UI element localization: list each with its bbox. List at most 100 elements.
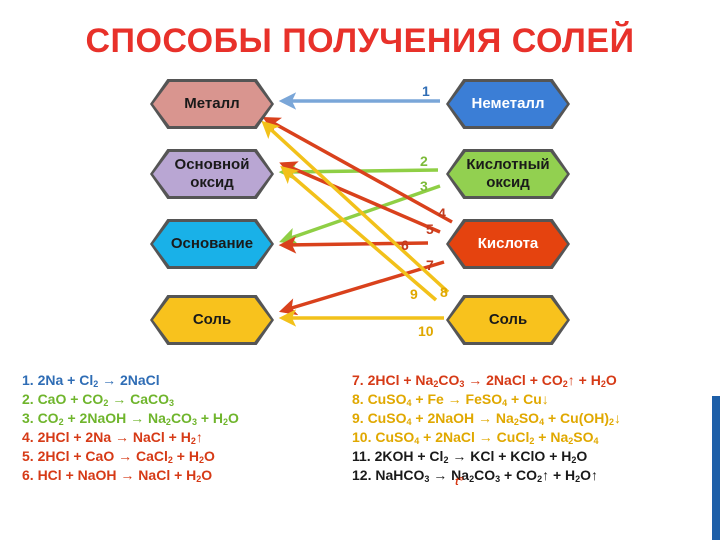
box-acid: Кислота [446,219,570,269]
equation-text: → CaCO [108,391,170,407]
box-text-line: Металл [184,95,240,112]
equation-subscript: 2 [575,474,581,484]
equation-subscript: 2 [529,436,535,446]
equation-text: SO [518,410,540,426]
equation-text: + 2NaOH → Na [411,410,514,426]
equation-text: 1. 2Na + Cl [22,372,94,388]
equation-subscript: 4 [414,436,420,446]
box-text-line: Основной [174,156,250,173]
equation-left-3: 3. CO2 + 2NaOH → Na2CO3 + H2O [22,409,239,431]
box-salt-left-label: Соль [153,298,271,342]
side-strip [712,396,720,540]
arrow-5 [279,161,441,234]
equation-right-5: 11. 2KOH + Cl2 → KCl + KClO + H2O [352,447,587,469]
arrow-number-7: 7 [426,257,434,273]
equation-right-6: 12. NaHCO3 → Na2CO3 + CO2↑ + H2O↑ [352,466,598,488]
page-title: СПОСОБЫ ПОЛУЧЕНИЯ СОЛЕЙ [85,22,635,60]
equation-text: + CO [500,467,538,483]
equation-left-1: 1. 2Na + Cl2 → 2NaCl [22,371,160,393]
equation-text: ↓ [614,410,622,426]
equation-left-4: 4. 2HCl + 2Na → NaCl + H2↑ [22,428,203,450]
equation-subscript: 2 [513,417,519,427]
box-nonmetal: Неметалл [446,79,570,129]
equation-text: CO [438,372,460,388]
equation-subscript: 2 [568,436,574,446]
box-text-line: Основание [170,235,254,252]
arrow-4 [262,116,453,224]
arrow-number-4: 4 [438,205,446,221]
equation-text: 12. NaHCO [352,467,425,483]
equation-subscript: 3 [459,379,465,389]
heat-mark: t° [455,476,464,488]
equation-right-1: 7. 2HCl + Na2CO3 → 2NaCl + CO2↑ + H2O [352,371,617,393]
box-text: Соль [193,311,231,329]
equation-text: 10. CuSO [352,429,415,445]
arrow-number-9: 9 [410,286,418,302]
equation-left-6: 6. HCl + NaOH → NaCl + H2O [22,466,212,488]
arrow-6 [278,236,429,254]
box-salt-left: Соль [150,295,274,345]
equation-text: → KCl + KClO + H [448,448,572,464]
box-text: Металл [184,95,239,113]
box-salt-right: Соль [446,295,570,345]
equation-text: O [576,448,588,464]
equation-subscript: 4 [406,398,412,408]
equation-subscript: 2 [609,417,615,427]
equation-right-4: 10. CuSO4 + 2NaCl → CuCl2 + Na2SO4 [352,428,599,450]
equation-subscript: 2 [600,379,606,389]
equation-text: CO [474,467,496,483]
arrow-number-1: 1 [422,83,430,99]
arrow-number-8: 8 [440,284,448,300]
equation-left-2: 2. CaO + CO2 → CaCO3 [22,390,174,412]
box-text-line: Неметалл [471,95,545,112]
box-base: Основание [150,219,274,269]
arrow-number-10: 10 [418,323,434,339]
equation-text: 9. CuSO [352,410,407,426]
box-text-line: Кислота [477,235,539,252]
arrow-7 [278,260,445,316]
equation-subscript: 2 [198,455,204,465]
arrow-8 [261,120,450,294]
equation-subscript: 2 [562,379,568,389]
equation-text: + H [172,448,199,464]
arrow-number-2: 2 [420,153,428,169]
equation-left-5: 5. 2HCl + CaO → CaCl2 + H2O [22,447,215,469]
equation-subscript: 3 [424,474,430,484]
equation-subscript: 4 [406,417,412,427]
equation-text: O [605,372,617,388]
equation-text: 3. CO [22,410,59,426]
equation-text: + Fe → FeSO [411,391,503,407]
equation-text: → 2NaCl + CO [464,372,563,388]
equation-subscript: 2 [190,436,196,446]
equation-subscript: 2 [165,417,171,427]
equation-subscript: 2 [469,474,475,484]
equation-right-3: 9. CuSO4 + 2NaOH → Na2SO4 + Cu(OH)2↓ [352,409,621,431]
equation-text: + 2NaCl → CuCl [419,429,530,445]
equation-text: 7. 2HCl + Na [352,372,434,388]
box-text: Кислота [478,235,539,253]
equation-subscript: 3 [191,417,197,427]
arrow-9 [280,165,438,302]
equation-subscript: 2 [223,417,229,427]
equation-text: O [201,467,213,483]
box-text: Неметалл [472,95,545,113]
equation-subscript: 2 [443,455,449,465]
equation-subscript: 2 [433,379,439,389]
equation-text: ↑ + H [567,372,601,388]
equation-text: 11. 2KOH + Cl [352,448,444,464]
equation-subscript: 3 [495,474,501,484]
equation-text: ↑ + H [542,467,576,483]
box-text-line: Кислотный [466,156,550,173]
equation-right-2: 8. CuSO4 + Fe → FeSO4 + Cu↓ [352,390,549,412]
equation-subscript: 2 [93,379,99,389]
equation-text: → 2NaCl [98,372,160,388]
equation-subscript: 4 [593,436,599,446]
equation-subscript: 2 [103,398,109,408]
